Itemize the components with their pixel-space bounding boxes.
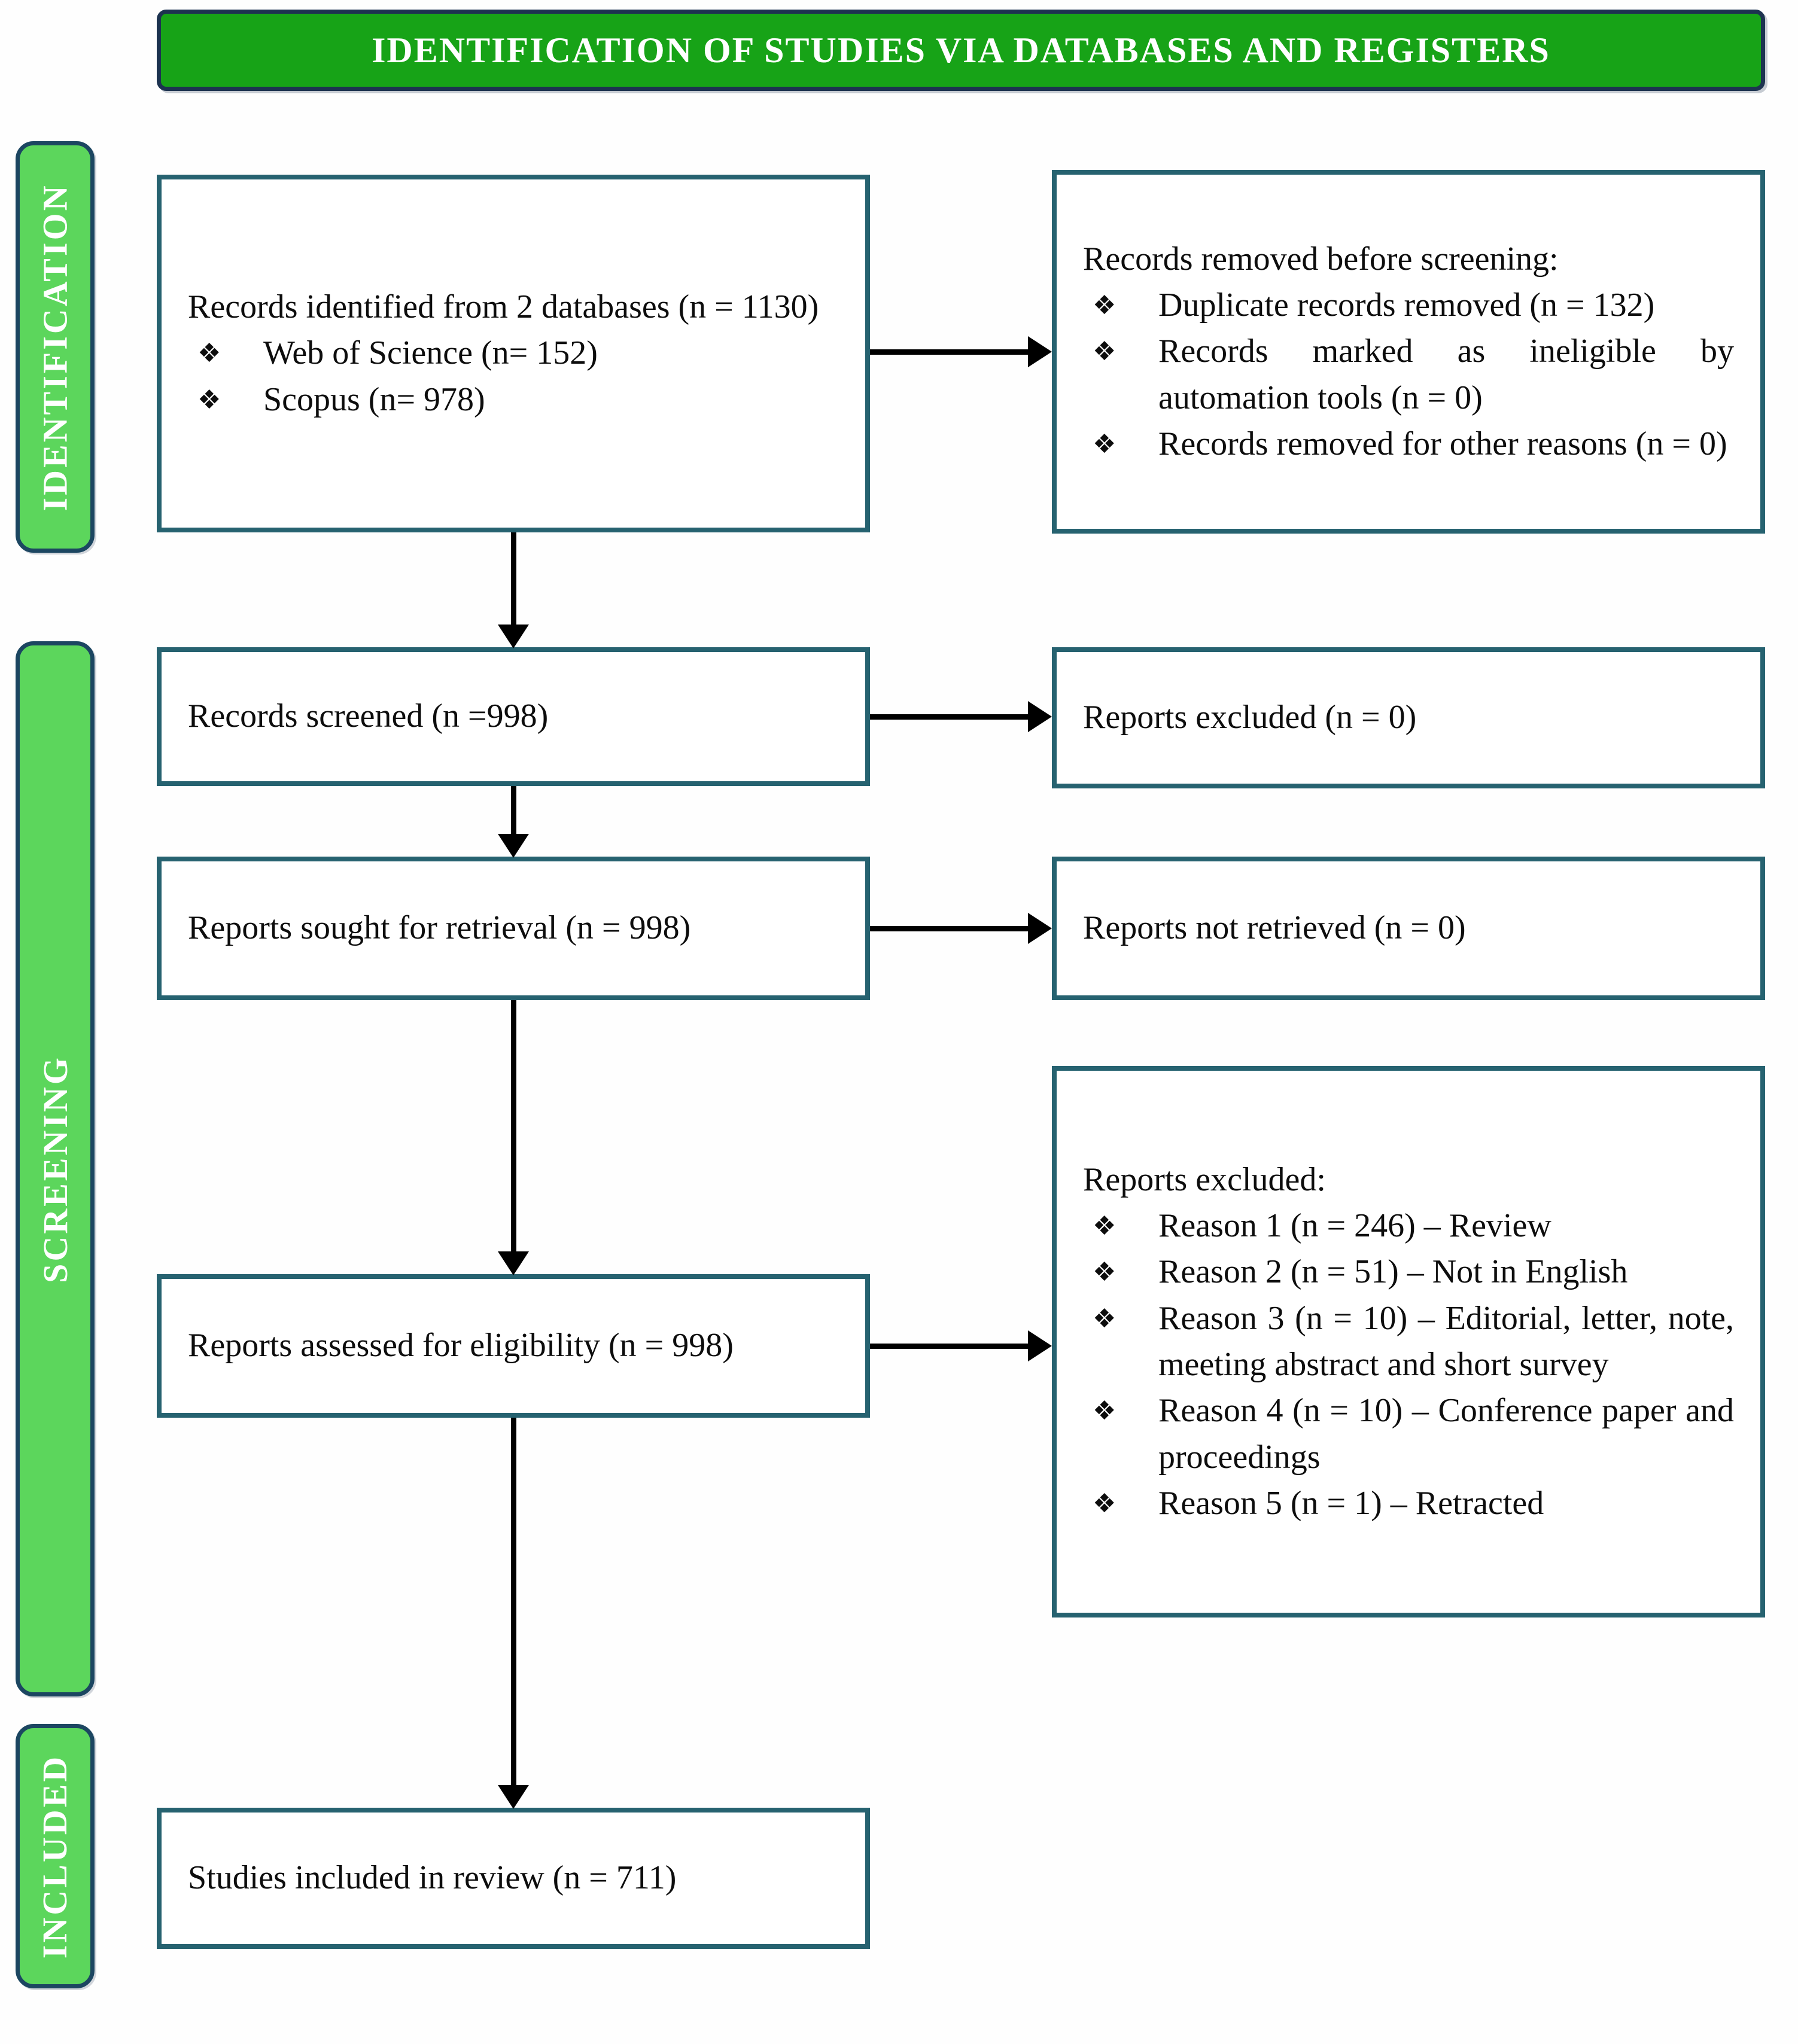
bullet-text: Records marked as ineligible by automati… bbox=[1158, 333, 1734, 416]
arrow-screened-to-sought-line bbox=[511, 786, 516, 834]
box-records-removed-before-screening: Records removed before screening: ❖ Dupl… bbox=[1052, 170, 1765, 534]
box-reports-excluded-screening: Reports excluded (n = 0) bbox=[1052, 647, 1765, 788]
bullet-text: Reason 5 (n = 1) – Retracted bbox=[1158, 1484, 1544, 1522]
stage-screening-label: SCREENING bbox=[35, 1055, 75, 1283]
stage-identification-label: IDENTIFICATION bbox=[35, 182, 75, 511]
records-identified-text: Records identified from 2 databases (n =… bbox=[188, 288, 819, 326]
bullet-icon: ❖ bbox=[1093, 1303, 1116, 1334]
reports-excluded-screening-text: Reports excluded (n = 0) bbox=[1083, 699, 1417, 736]
bullet-icon: ❖ bbox=[1093, 1257, 1116, 1288]
arrow-identified-to-removed-head bbox=[1028, 336, 1052, 367]
records-screened-text: Records screened (n =998) bbox=[188, 697, 549, 735]
arrow-sought-to-assessed-line bbox=[511, 1000, 516, 1251]
arrow-assessed-to-included-line bbox=[511, 1418, 516, 1785]
arrow-screened-to-sought-head bbox=[498, 834, 529, 858]
arrow-screened-to-excluded-line bbox=[870, 714, 1029, 720]
stage-identification: IDENTIFICATION bbox=[16, 141, 95, 553]
arrow-sought-to-assessed-head bbox=[498, 1251, 529, 1275]
bullet-icon: ❖ bbox=[1093, 1396, 1116, 1427]
stage-screening: SCREENING bbox=[16, 641, 95, 1696]
bullet-icon: ❖ bbox=[197, 384, 221, 415]
excluded-bullet-reason-1: ❖ Reason 1 (n = 246) – Review bbox=[1083, 1203, 1734, 1249]
excluded-bullet-reason-5: ❖ Reason 5 (n = 1) – Retracted bbox=[1083, 1481, 1734, 1527]
diagram-title: IDENTIFICATION OF STUDIES VIA DATABASES … bbox=[372, 30, 1550, 70]
bullet-text: Reason 1 (n = 246) – Review bbox=[1158, 1207, 1551, 1245]
arrow-sought-to-not-retrieved-head bbox=[1028, 913, 1052, 944]
box-records-screened: Records screened (n =998) bbox=[157, 647, 870, 786]
bullet-text: Web of Science (n= 152) bbox=[263, 334, 598, 372]
box-records-identified: Records identified from 2 databases (n =… bbox=[157, 175, 870, 532]
excluded-bullet-reason-3: ❖ Reason 3 (n = 10) – Editorial, letter,… bbox=[1083, 1296, 1734, 1388]
arrow-screened-to-excluded-head bbox=[1028, 701, 1052, 732]
bullet-icon: ❖ bbox=[1093, 1488, 1116, 1519]
arrow-assessed-to-excluded-head bbox=[1028, 1330, 1052, 1361]
stage-included: INCLUDED bbox=[16, 1724, 95, 1988]
reports-not-retrieved-text: Reports not retrieved (n = 0) bbox=[1083, 909, 1466, 947]
records-identified-bullet-web-of-science: ❖ Web of Science (n= 152) bbox=[188, 330, 839, 376]
arrow-assessed-to-excluded-line bbox=[870, 1344, 1029, 1349]
bullet-text: Reason 3 (n = 10) – Editorial, letter, n… bbox=[1158, 1299, 1734, 1383]
reports-excluded-title: Reports excluded: bbox=[1083, 1160, 1326, 1198]
bullet-text: Records removed for other reasons (n = 0… bbox=[1158, 425, 1727, 462]
box-reports-sought: Reports sought for retrieval (n = 998) bbox=[157, 857, 870, 1000]
bullet-icon: ❖ bbox=[1093, 336, 1116, 367]
arrow-identified-to-screened-head bbox=[498, 625, 529, 648]
removed-bullet-duplicates: ❖ Duplicate records removed (n = 132) bbox=[1083, 282, 1734, 328]
studies-included-text: Studies included in review (n = 711) bbox=[188, 1859, 677, 1897]
box-reports-excluded-eligibility: Reports excluded: ❖ Reason 1 (n = 246) –… bbox=[1052, 1066, 1765, 1617]
excluded-bullet-reason-2: ❖ Reason 2 (n = 51) – Not in English bbox=[1083, 1249, 1734, 1295]
bullet-icon: ❖ bbox=[1093, 428, 1116, 459]
bullet-icon: ❖ bbox=[1093, 290, 1116, 321]
box-reports-assessed: Reports assessed for eligibility (n = 99… bbox=[157, 1274, 870, 1418]
box-studies-included: Studies included in review (n = 711) bbox=[157, 1808, 870, 1949]
bullet-text: Duplicate records removed (n = 132) bbox=[1158, 287, 1655, 324]
arrow-identified-to-screened-line bbox=[511, 532, 516, 625]
arrow-assessed-to-included-head bbox=[498, 1785, 529, 1809]
removed-bullet-other-reasons: ❖ Records removed for other reasons (n =… bbox=[1083, 421, 1734, 467]
bullet-text: Reason 4 (n = 10) – Conference paper and… bbox=[1158, 1392, 1734, 1476]
records-removed-title: Records removed before screening: bbox=[1083, 240, 1559, 278]
removed-bullet-automation: ❖ Records marked as ineligible by automa… bbox=[1083, 328, 1734, 421]
excluded-bullet-reason-4: ❖ Reason 4 (n = 10) – Conference paper a… bbox=[1083, 1388, 1734, 1481]
bullet-text: Reason 2 (n = 51) – Not in English bbox=[1158, 1253, 1628, 1291]
stage-included-label: INCLUDED bbox=[35, 1754, 75, 1958]
arrow-sought-to-not-retrieved-line bbox=[870, 926, 1029, 931]
diagram-title-banner: IDENTIFICATION OF STUDIES VIA DATABASES … bbox=[157, 10, 1765, 91]
records-identified-bullet-scopus: ❖ Scopus (n= 978) bbox=[188, 377, 839, 423]
bullet-text: Scopus (n= 978) bbox=[263, 380, 485, 418]
box-reports-not-retrieved: Reports not retrieved (n = 0) bbox=[1052, 857, 1765, 1000]
bullet-icon: ❖ bbox=[1093, 1211, 1116, 1242]
reports-assessed-text: Reports assessed for eligibility (n = 99… bbox=[188, 1327, 734, 1364]
arrow-identified-to-removed-line bbox=[870, 349, 1029, 355]
bullet-icon: ❖ bbox=[197, 338, 221, 369]
reports-sought-text: Reports sought for retrieval (n = 998) bbox=[188, 909, 691, 947]
